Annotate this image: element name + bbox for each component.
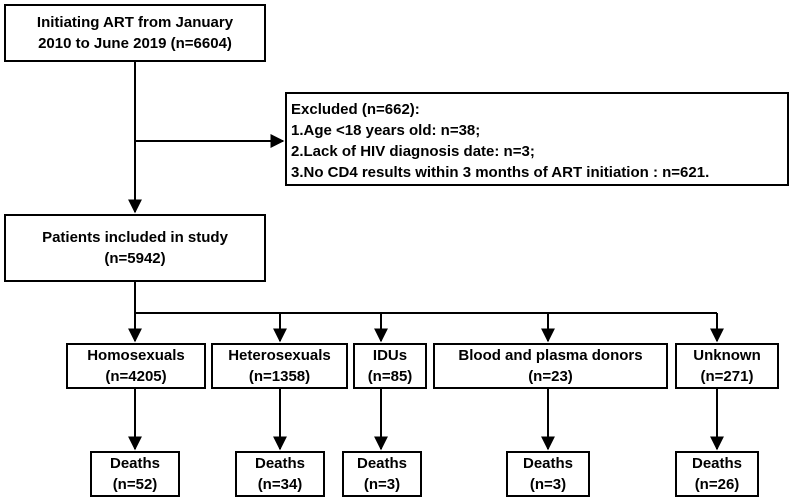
excluded-title: Excluded (n=662): (291, 101, 420, 118)
group-count: (n=271) (700, 368, 754, 385)
group-box-heterosexuals: Heterosexuals (n=1358) (211, 343, 348, 389)
deaths-box-idus: Deaths (n=3) (342, 451, 422, 497)
deaths-label: Deaths (109, 455, 161, 472)
deaths-box-homosexuals: Deaths (n=52) (90, 451, 180, 497)
deaths-box-heterosexuals: Deaths (n=34) (235, 451, 325, 497)
group-count: (n=23) (528, 368, 573, 385)
group-label: Unknown (693, 347, 761, 364)
group-count: (n=85) (367, 368, 413, 385)
deaths-count: (n=3) (529, 476, 567, 493)
deaths-count: (n=3) (363, 476, 401, 493)
group-label: Homosexuals (87, 347, 185, 364)
group-box-unknown: Unknown (n=271) (675, 343, 779, 389)
group-count: (n=4205) (105, 368, 167, 385)
group-label: Heterosexuals (228, 347, 331, 364)
deaths-count: (n=52) (112, 476, 158, 493)
start-box: Initiating ART from January 2010 to June… (4, 4, 266, 62)
start-line1: Initiating ART from January (36, 14, 234, 31)
group-box-idus: IDUs (n=85) (353, 343, 427, 389)
group-label: Blood and plasma donors (458, 347, 643, 364)
group-count: (n=1358) (248, 368, 311, 385)
deaths-box-donors: Deaths (n=3) (506, 451, 590, 497)
included-line1: Patients included in study (42, 229, 228, 246)
deaths-count: (n=26) (694, 476, 740, 493)
included-line2: (n=5942) (104, 250, 166, 267)
start-line2: 2010 to June 2019 (n=6604) (38, 35, 232, 52)
included-box: Patients included in study (n=5942) (4, 214, 266, 282)
deaths-label: Deaths (254, 455, 306, 472)
deaths-box-unknown: Deaths (n=26) (675, 451, 759, 497)
deaths-label: Deaths (356, 455, 408, 472)
group-box-donors: Blood and plasma donors (n=23) (433, 343, 668, 389)
deaths-label: Deaths (691, 455, 743, 472)
group-box-homosexuals: Homosexuals (n=4205) (66, 343, 206, 389)
excluded-item: 1.Age <18 years old: n=38; (291, 122, 481, 139)
excluded-item: 2.Lack of HIV diagnosis date: n=3; (291, 143, 535, 160)
deaths-label: Deaths (522, 455, 574, 472)
deaths-count: (n=34) (257, 476, 303, 493)
excluded-item: 3.No CD4 results within 3 months of ART … (291, 164, 710, 181)
excluded-box: Excluded (n=662): 1.Age <18 years old: n… (285, 92, 789, 186)
group-label: IDUs (372, 347, 408, 364)
